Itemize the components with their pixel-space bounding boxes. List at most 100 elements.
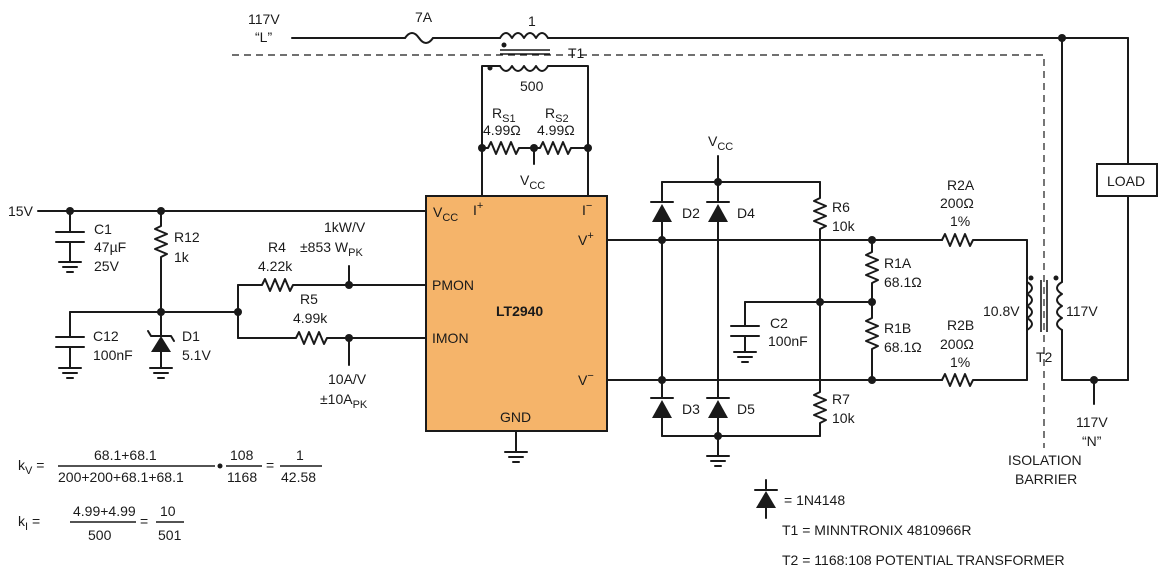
t1-primary-dot — [501, 42, 507, 48]
c12-name: C12 — [93, 328, 119, 344]
neutral-voltage-label: 117V — [1076, 414, 1108, 430]
fuse-symbol — [404, 32, 434, 44]
load-box — [1096, 163, 1158, 197]
ic-pin-iplus: I+ — [473, 200, 483, 218]
svg-text:=: = — [140, 513, 148, 529]
line-voltage-label: 117V — [248, 11, 280, 27]
c1-voltage: 25V — [94, 258, 120, 274]
pmon-scale-line2: ±853 WPK — [300, 239, 363, 259]
ic-pin-imon: IMON — [432, 330, 469, 346]
r4-resistor — [237, 278, 427, 292]
r4-name: R4 — [268, 239, 286, 255]
kv-den1: 200+200+68.1+68.1 — [58, 469, 184, 485]
r2a-tol: 1% — [950, 213, 970, 229]
rs-midpoint-vcc: VCC — [520, 172, 545, 192]
d5-diode — [708, 400, 728, 418]
isolation-barrier-line — [232, 54, 1045, 448]
ki-den2: 501 — [158, 527, 182, 543]
r12-name: R12 — [174, 229, 200, 245]
d1-zener-diode — [151, 336, 171, 352]
ic-pin-iminus: I− — [582, 200, 592, 218]
d5-label: D5 — [737, 401, 755, 417]
isolation-barrier-line1: ISOLATION — [1008, 452, 1082, 468]
legend-t2-text: T2 = 1168:108 POTENTIAL TRANSFORMER — [782, 552, 1065, 568]
c1-value: 47µF — [94, 239, 126, 255]
t2-secondary-coil — [1026, 281, 1033, 331]
t1-secondary-turns: 500 — [520, 78, 544, 94]
r5-value: 4.99k — [293, 310, 328, 326]
rs2-resistor — [533, 141, 589, 155]
c2-value: 100nF — [768, 333, 808, 349]
c2-name: C2 — [770, 315, 788, 331]
rs1-name: RS1 — [492, 105, 516, 125]
ic-pin-gnd: GND — [500, 409, 531, 425]
legend-diode-icon — [756, 491, 776, 508]
r5-name: R5 — [300, 291, 318, 307]
r5-resistor — [237, 331, 427, 345]
rs1-resistor — [481, 141, 535, 155]
imon-scale-line1: 10A/V — [328, 371, 367, 387]
c12-value: 100nF — [93, 347, 133, 363]
t2-name: T2 — [1036, 349, 1053, 365]
r12-value: 1k — [174, 249, 190, 265]
kv-num3: 1 — [296, 447, 304, 463]
r7-name: R7 — [832, 391, 850, 407]
fuse-label: 7A — [415, 9, 433, 25]
r2a-value: 200Ω — [940, 195, 974, 211]
r6-name: R6 — [832, 199, 850, 215]
t2-primary-voltage: 117V — [1066, 303, 1098, 319]
t2-primary-coil — [1056, 281, 1063, 331]
d4-label: D4 — [737, 205, 755, 221]
pmon-scale-line1: 1kW/V — [324, 219, 366, 235]
supply-label: 15V — [8, 203, 34, 219]
neutral-n-label: “N” — [1082, 433, 1102, 449]
r4-value: 4.22k — [258, 258, 293, 274]
isolation-barrier-line2: BARRIER — [1015, 471, 1077, 487]
ki-lhs: kI = — [18, 513, 40, 533]
r1a-value: 68.1Ω — [884, 274, 922, 290]
d3-diode — [652, 400, 672, 418]
legend-diode-text: = 1N4148 — [784, 492, 845, 508]
r2b-resistor — [941, 373, 1028, 387]
r1b-value: 68.1Ω — [884, 339, 922, 355]
t1-primary-turns: 1 — [528, 13, 536, 29]
diode-bridge-vcc: VCC — [708, 133, 733, 153]
ic-pin-vminus: V− — [578, 370, 594, 388]
t1-name: T1 — [568, 45, 585, 61]
d3-label: D3 — [682, 401, 700, 417]
rs2-name: RS2 — [545, 105, 569, 125]
ic-name: LT2940 — [496, 303, 543, 319]
r1a-resistor — [865, 239, 879, 303]
r2b-tol: 1% — [950, 354, 970, 370]
r1b-name: R1B — [884, 320, 911, 336]
imon-scale-line2: ±10APK — [320, 391, 368, 411]
r1b-resistor — [865, 301, 879, 381]
t1-primary-coil — [499, 32, 549, 39]
r7-resistor — [813, 301, 827, 437]
r1a-name: R1A — [884, 255, 912, 271]
r7-value: 10k — [832, 410, 856, 426]
ki-num2: 10 — [160, 503, 176, 519]
legend-t1-text: T1 = MINNTRONIX 4810966R — [782, 522, 971, 538]
r6-value: 10k — [832, 218, 856, 234]
ki-den1: 500 — [88, 527, 112, 543]
line-l-label: “L” — [255, 29, 272, 45]
lt2940-chip — [425, 195, 608, 432]
r2b-name: R2B — [947, 317, 974, 333]
rs2-value: 4.99Ω — [537, 122, 575, 138]
d2-diode — [652, 204, 672, 222]
r2b-value: 200Ω — [940, 336, 974, 352]
d1-name: D1 — [182, 328, 200, 344]
ic-pin-pmon: PMON — [432, 277, 474, 293]
svg-text:=: = — [266, 457, 274, 473]
kv-num2: 108 — [230, 447, 254, 463]
d1-value: 5.1V — [182, 347, 211, 363]
r12-resistor — [154, 210, 168, 313]
ic-pin-vplus: V+ — [578, 230, 594, 248]
kv-den3: 42.58 — [281, 469, 316, 485]
load-label: LOAD — [1107, 173, 1145, 189]
t1-secondary-coil — [499, 65, 549, 72]
ic-pin-vcc: VCC — [433, 204, 458, 224]
kv-lhs: kV = — [18, 457, 44, 477]
